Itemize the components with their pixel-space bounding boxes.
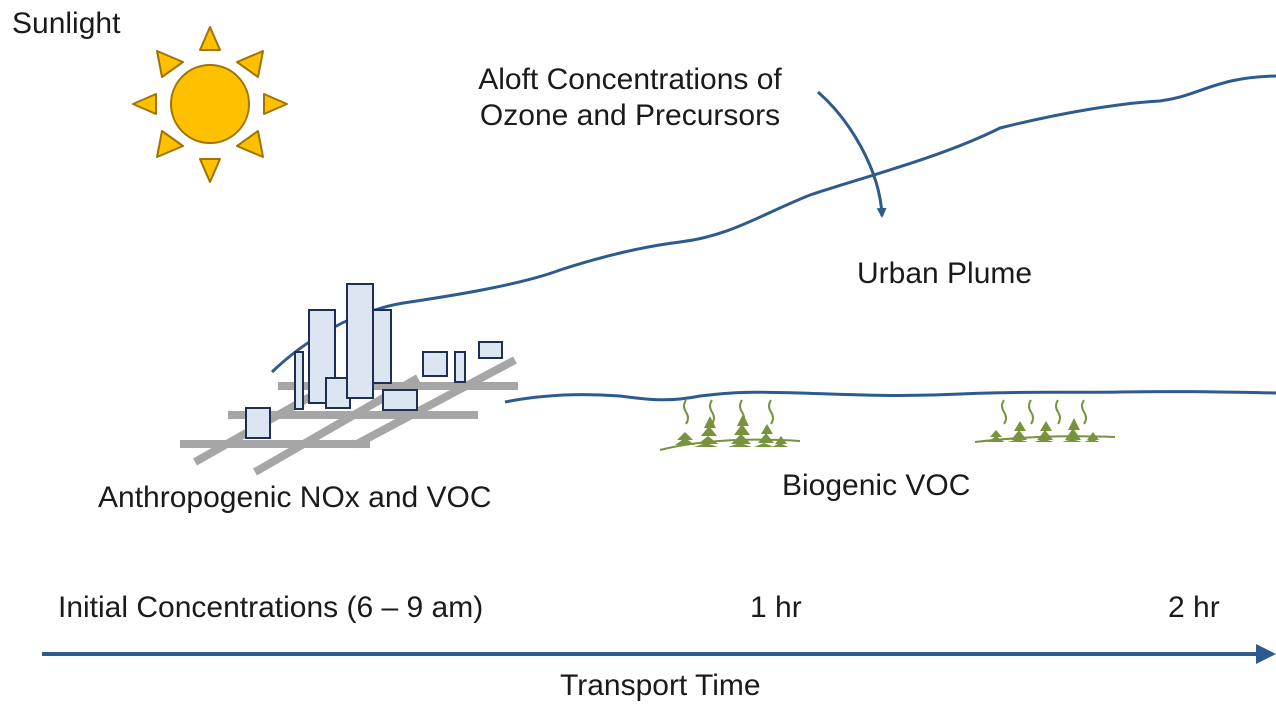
aloft-label-line2: Ozone and Precursors [479,99,781,132]
anthropogenic-label: Anthropogenic NOx and VOC [98,481,492,514]
aloft-annotation-arrow [817,90,887,218]
transport-time-axis [42,644,1276,664]
trees-icon [974,399,1116,443]
urban-plume-label: Urban Plume [857,257,1033,290]
buildings [245,283,503,439]
lower-plume-boundary [504,390,1276,404]
city-buildings-icon [180,283,518,476]
two-hour-label: 2 hr [1168,591,1220,624]
sun-icon [132,26,288,183]
biogenic-label: Biogenic VOC [782,469,971,502]
one-hour-label: 1 hr [750,591,802,624]
aloft-label: Aloft Concentrations of Ozone and Precur… [430,62,830,134]
aloft-label-line1: Aloft Concentrations of [478,63,782,96]
initial-concentrations-label: Initial Concentrations (6 – 9 am) [58,591,484,624]
trees-icon [659,399,801,451]
sunlight-label: Sunlight [12,7,121,40]
transport-time-label: Transport Time [560,669,761,702]
upper-plume-boundary [270,74,1276,374]
